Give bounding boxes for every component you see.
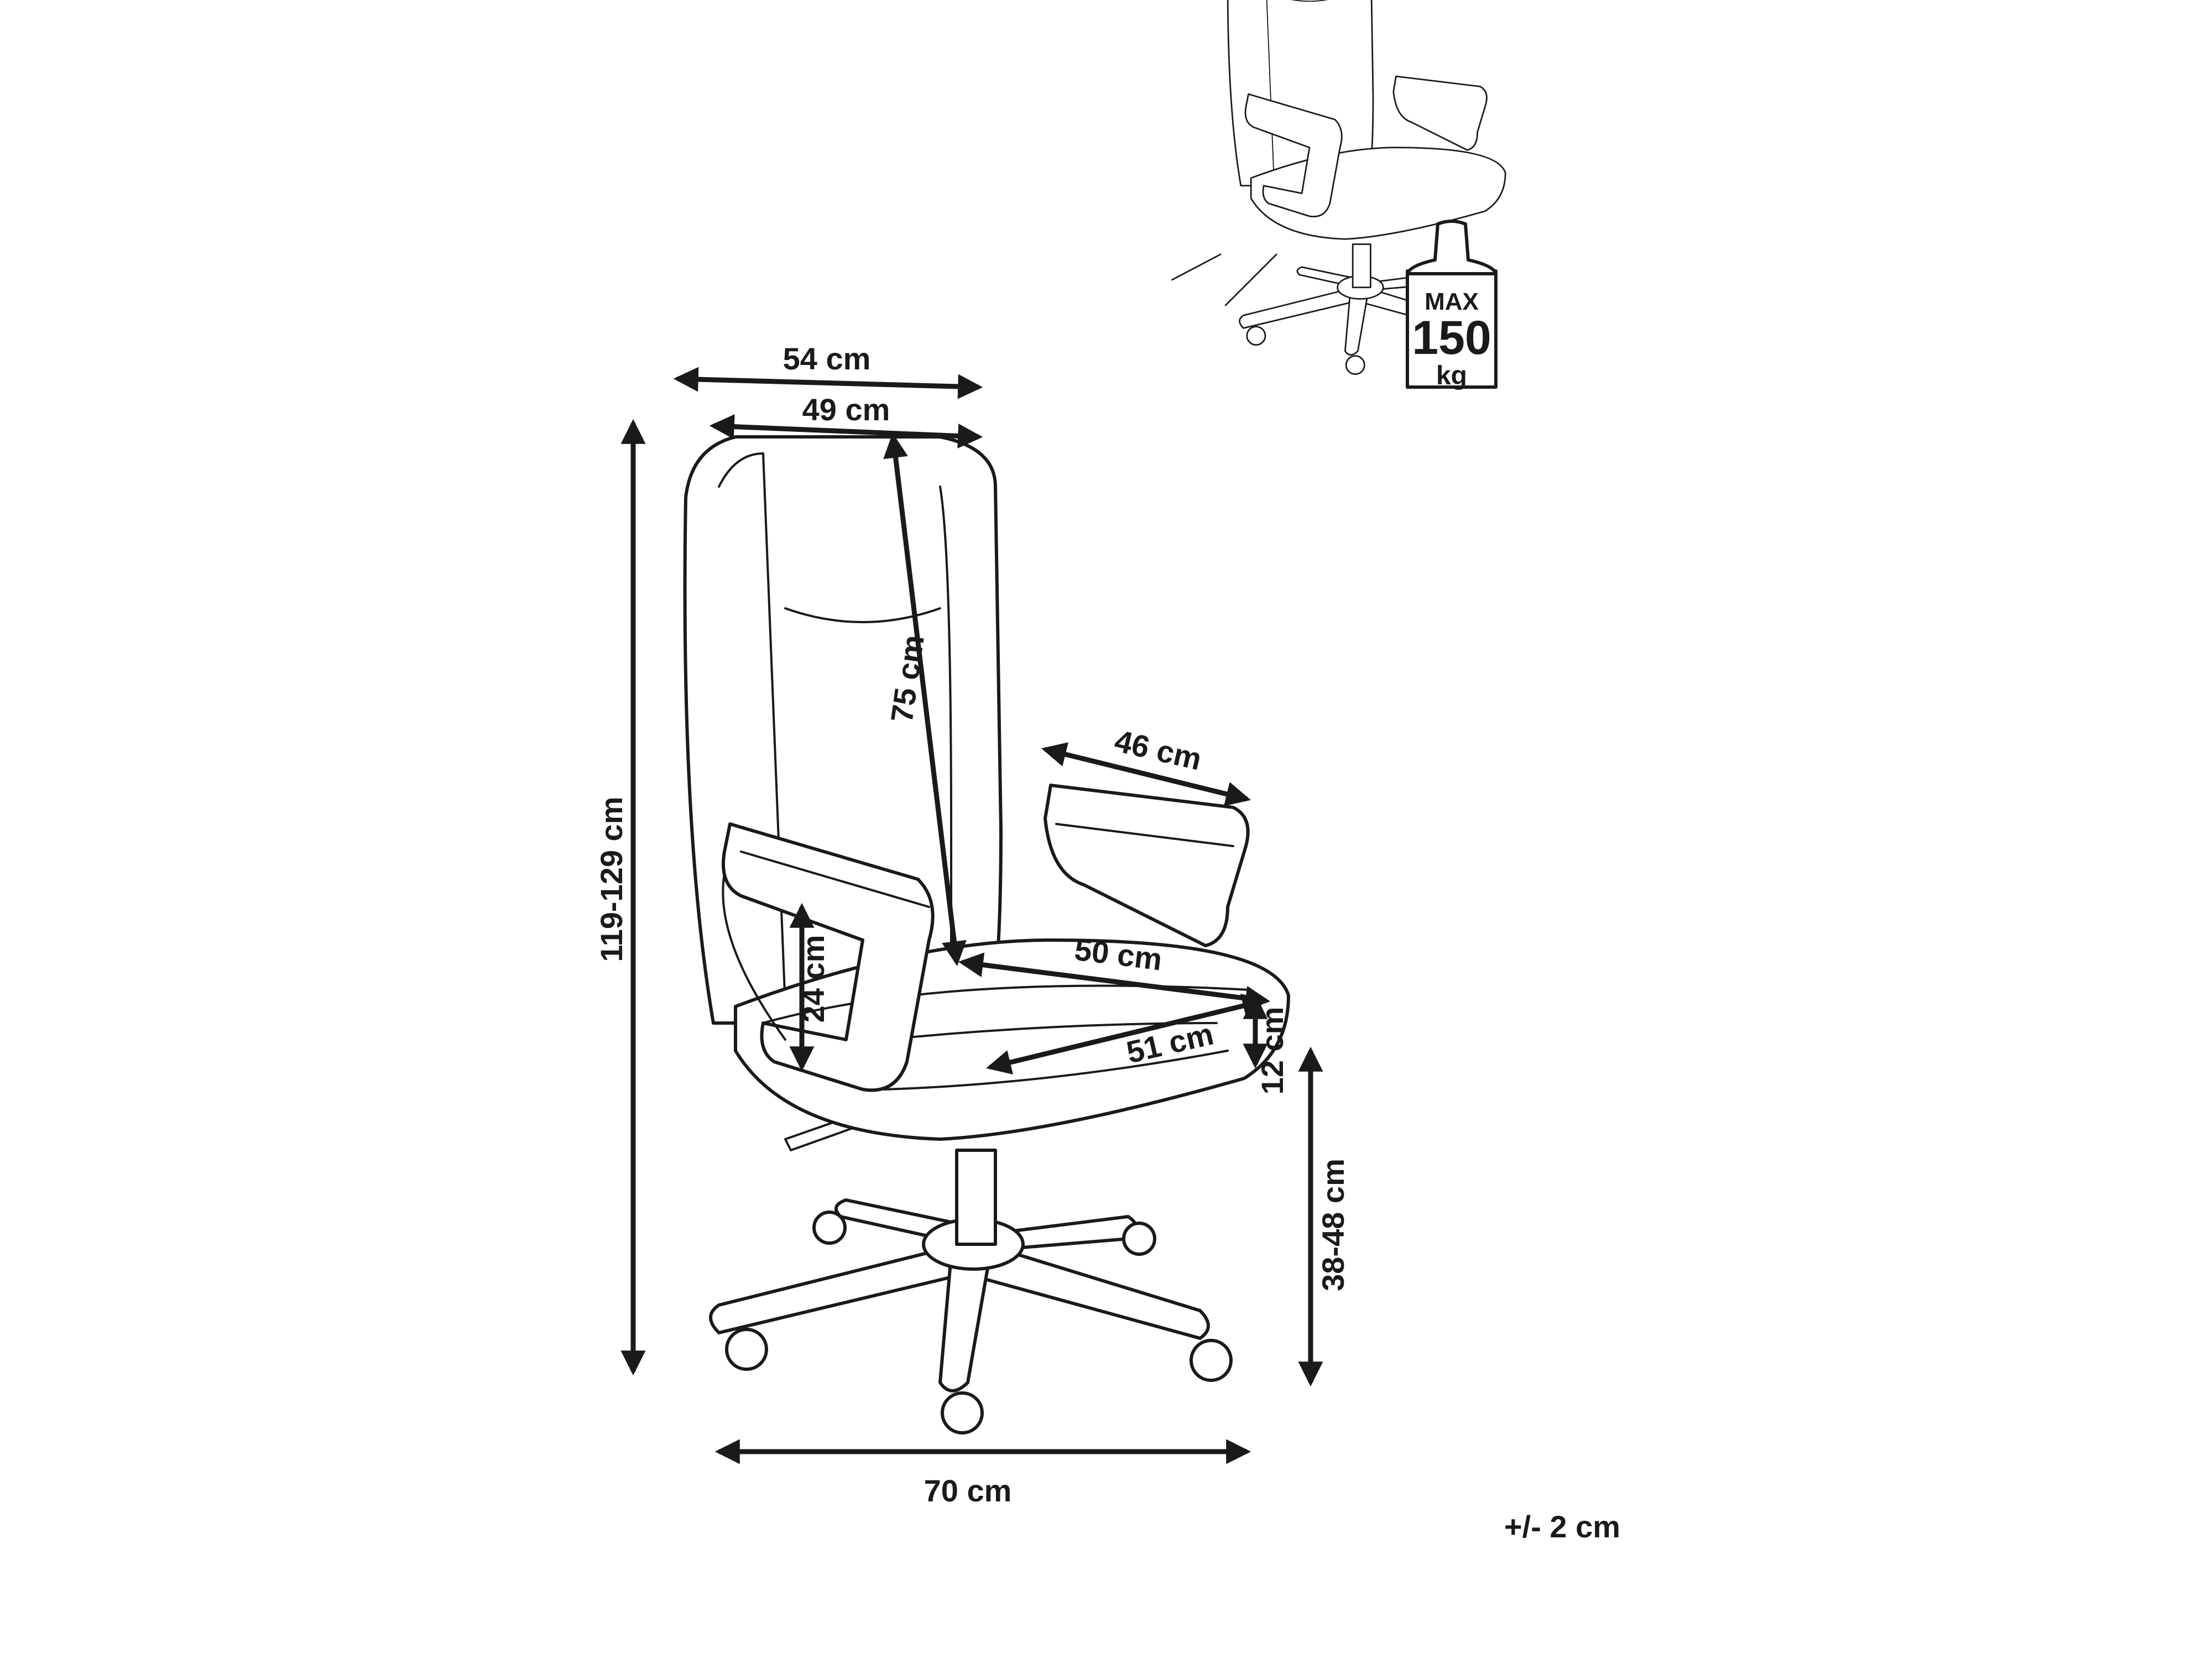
gas-cylinder	[955, 1149, 997, 1246]
max-unit: kg	[1436, 361, 1467, 390]
chair-casters	[725, 1211, 1233, 1434]
back-width-label: 49 cm	[802, 392, 890, 427]
max-load-badge: MAX 150 kg	[1406, 220, 1498, 390]
back-height-arrow	[883, 432, 967, 967]
max-value: 150	[1412, 311, 1491, 364]
main-chair-illustration	[683, 435, 1290, 1434]
armrest-length-arrow	[1041, 742, 1251, 806]
right-armrest	[1044, 784, 1250, 947]
max-label: MAX	[1425, 288, 1479, 315]
chair-base	[709, 1198, 1210, 1392]
total-height-label: 119-129 cm	[594, 797, 629, 962]
seat-thickness-label: 12 cm	[1255, 1007, 1290, 1095]
top-width-arrow	[673, 367, 983, 399]
base-width-label: 70 cm	[924, 1473, 1012, 1508]
seat-height-label: 38-48 cm	[1316, 1159, 1350, 1291]
seat-width-arrow	[986, 994, 1267, 1074]
top-width-label: 54 cm	[783, 341, 871, 376]
armrest-height-label: 24 cm	[796, 935, 831, 1023]
tolerance-note: +/- 2 cm	[1504, 1509, 1620, 1544]
